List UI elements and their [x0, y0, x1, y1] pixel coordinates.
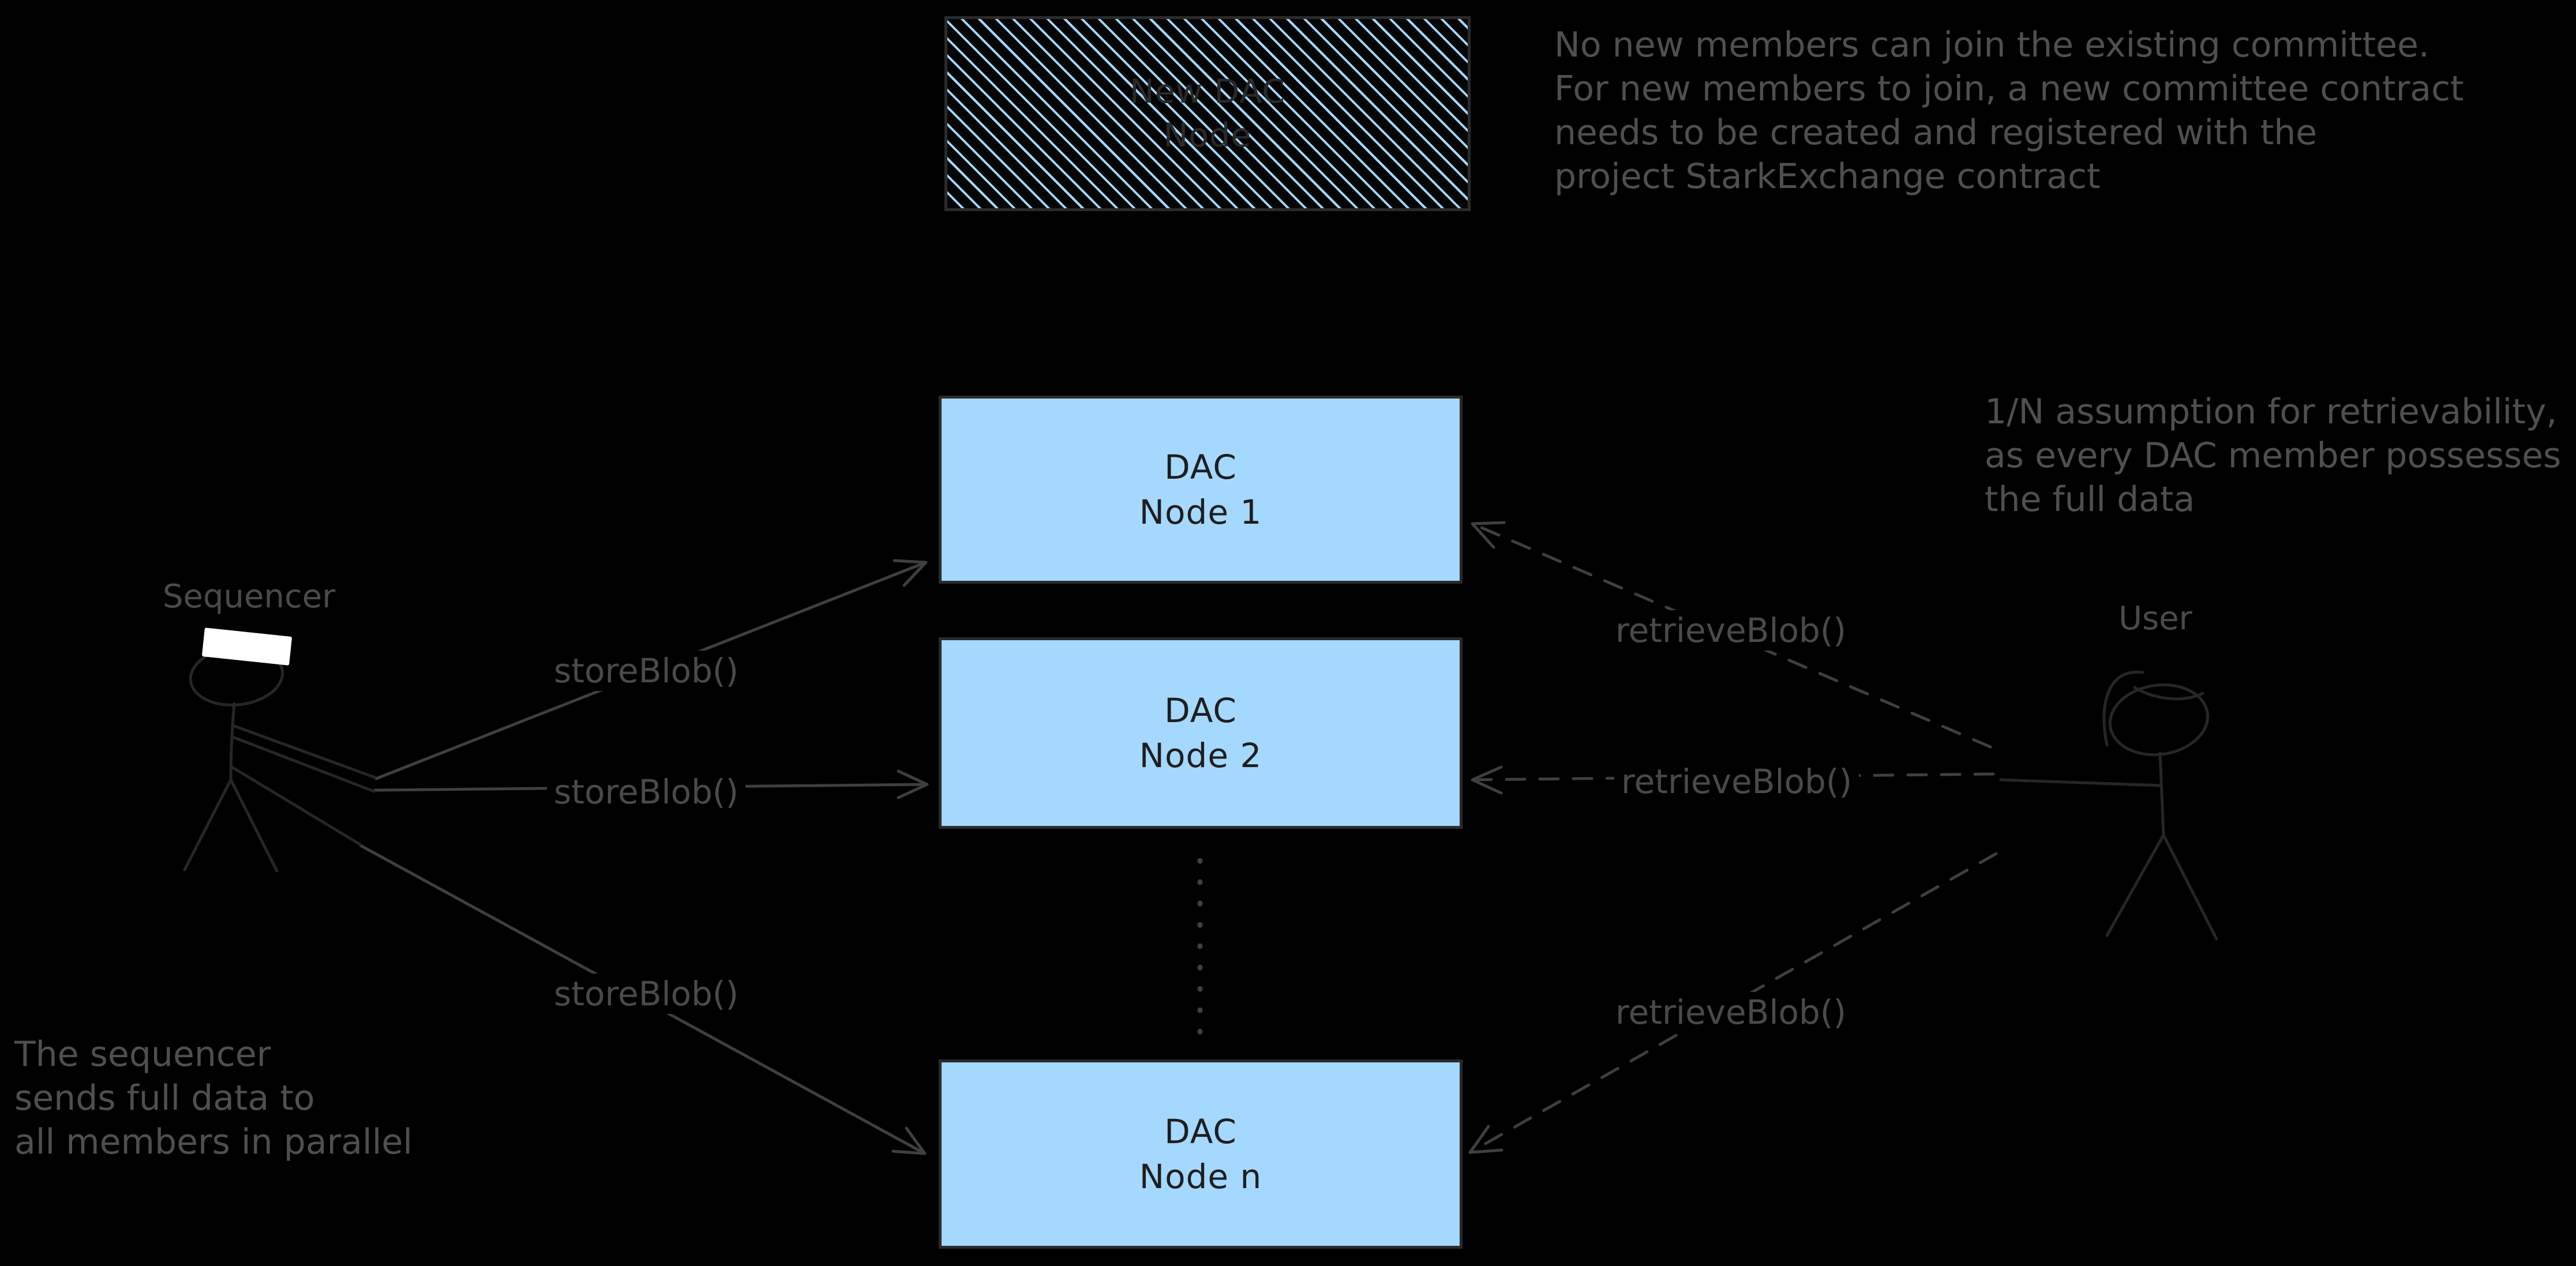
retrieve-blob-label-2: retrieveBlob() — [1614, 761, 1859, 802]
sequencer-white-card — [202, 628, 292, 666]
store-blob-label-1: storeBlob() — [547, 651, 746, 691]
user-leg-2 — [2162, 833, 2218, 941]
user-hair — [2102, 670, 2144, 747]
user-leg-1 — [2105, 833, 2165, 937]
new-dac-node-label-line2: Node — [1163, 117, 1252, 155]
committee-note: No new members can join the existing com… — [1554, 23, 2464, 198]
retrievability-note-line3: the full data — [1985, 479, 2195, 520]
user-arm — [1999, 778, 2162, 787]
sequencer-arm-3 — [230, 765, 362, 846]
retrieve-blob-label-1: retrieveBlob() — [1608, 610, 1854, 651]
retrievability-note-line1: 1/N assumption for retrievability, — [1985, 392, 2558, 432]
retrieve-blob-arrow-2 — [1471, 765, 1995, 795]
sequencer-arm-1 — [231, 724, 377, 779]
sequencer-note: The sequencer sends full data to all mem… — [14, 1032, 413, 1164]
new-dac-node-label-line1: New DAC — [1129, 73, 1286, 111]
sequencer-leg-2 — [229, 778, 279, 873]
store-blob-label-2: storeBlob() — [547, 772, 746, 812]
sequencer-figure — [183, 628, 377, 873]
store-blob-label-3: storeBlob() — [547, 974, 746, 1014]
dac-node-n-box: DAC Node n — [939, 1060, 1463, 1249]
dac-node-n-label-line1: DAC — [1164, 1112, 1237, 1151]
user-figure — [1999, 670, 2218, 941]
committee-note-line4: project StarkExchange contract — [1554, 156, 2101, 197]
user-body — [2158, 752, 2165, 837]
dac-node-1-box: DAC Node 1 — [939, 396, 1463, 584]
dac-node-2-box: DAC Node 2 — [939, 637, 1463, 829]
sequencer-note-line3: all members in parallel — [14, 1122, 413, 1162]
dac-node-2-label-line2: Node 2 — [1139, 736, 1262, 775]
new-dac-node-box: New DAC Node — [944, 16, 1471, 211]
sequencer-leg-1 — [183, 778, 233, 871]
committee-note-line1: No new members can join the existing com… — [1554, 25, 2429, 65]
user-hair-inner — [2133, 686, 2204, 701]
sequencer-note-line2: sends full data to — [14, 1078, 315, 1118]
dac-node-1-label-line2: Node 1 — [1139, 493, 1262, 532]
retrievability-note-line2: as every DAC member possesses — [1985, 435, 2562, 476]
committee-note-line3: needs to be created and registered with … — [1554, 112, 2318, 153]
sequencer-note-line1: The sequencer — [14, 1034, 271, 1075]
sequencer-label: Sequencer — [163, 578, 336, 615]
retrieve-blob-label-3: retrieveBlob() — [1608, 992, 1854, 1032]
sequencer-body — [229, 702, 236, 782]
dac-node-2-label-line1: DAC — [1164, 691, 1237, 730]
dac-node-n-label-line2: Node n — [1139, 1157, 1262, 1196]
dac-node-1-label-line1: DAC — [1164, 448, 1237, 487]
user-head — [2108, 683, 2210, 757]
user-label: User — [2118, 600, 2192, 637]
retrievability-note: 1/N assumption for retrievability, as ev… — [1985, 390, 2561, 521]
committee-note-line2: For new members to join, a new committee… — [1554, 69, 2464, 109]
sequencer-arm-2 — [231, 735, 376, 793]
